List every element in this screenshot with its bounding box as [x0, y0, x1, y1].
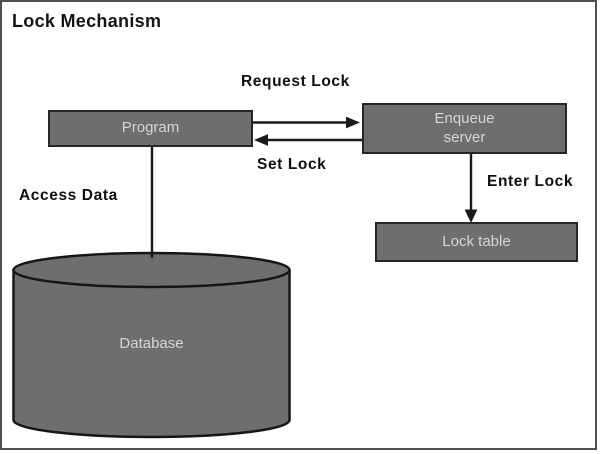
- node-database-label: Database: [119, 335, 184, 352]
- edge-label-access-data: Access Data: [19, 187, 118, 204]
- edge-label-request-lock: Request Lock: [241, 73, 350, 90]
- enter-lock-arrow: [464, 153, 478, 223]
- edge-label-set-lock: Set Lock: [257, 156, 327, 173]
- node-enqueue-server-label: Enqueue server: [434, 109, 495, 146]
- set-lock-arrow: [254, 134, 362, 146]
- database-cylinder-shape: [12, 251, 291, 439]
- node-program-label: Program: [121, 119, 180, 137]
- node-enqueue-server: Enqueue server: [362, 103, 567, 154]
- node-lock-table: Lock table: [375, 222, 578, 262]
- diagram-title: Lock Mechanism: [12, 11, 162, 31]
- edge-label-enter-lock: Enter Lock: [487, 173, 574, 190]
- node-program: Program: [48, 110, 253, 147]
- request-lock-arrow: [253, 116, 360, 129]
- node-lock-table-label: Lock table: [442, 232, 511, 250]
